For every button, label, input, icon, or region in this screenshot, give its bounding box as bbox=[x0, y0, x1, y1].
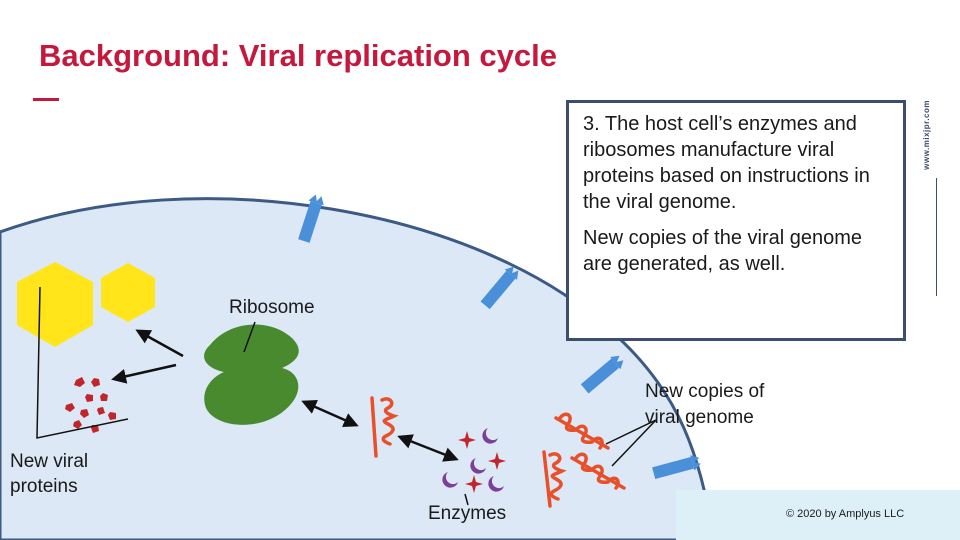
footer-band bbox=[676, 490, 960, 540]
host-cell bbox=[0, 197, 717, 540]
receptor-4 bbox=[652, 455, 701, 479]
viral-capsid-small bbox=[101, 263, 155, 322]
label-new-viral-proteins-2: proteins bbox=[10, 476, 78, 497]
arrow-genome-enzymes bbox=[397, 434, 459, 462]
label-new-genome-2: viral genome bbox=[645, 407, 754, 428]
ribosome-shape bbox=[204, 324, 299, 425]
label-ribosome: Ribosome bbox=[229, 297, 315, 318]
receptor-3 bbox=[580, 355, 624, 394]
label-enzymes: Enzymes bbox=[428, 503, 507, 524]
page-title: Background: Viral replication cycle bbox=[39, 38, 557, 73]
arrow-ribosome-to-capsid bbox=[135, 329, 184, 358]
leader-lines bbox=[36, 286, 657, 506]
watermark: www.mixjpr.com bbox=[922, 100, 931, 170]
leader-enzymes bbox=[464, 493, 469, 506]
info-paragraph-2: New copies of the viral genome are gener… bbox=[583, 227, 863, 275]
leader-ribosome bbox=[243, 321, 256, 353]
leader-genome-1 bbox=[605, 419, 657, 445]
leader-new-viral-proteins bbox=[36, 286, 129, 439]
watermark-divider bbox=[936, 178, 937, 296]
arrows bbox=[111, 329, 459, 462]
label-new-viral-proteins-1: New viral bbox=[10, 451, 89, 472]
leader-genome-2 bbox=[611, 419, 657, 467]
receptor-1 bbox=[298, 194, 324, 243]
label-new-genome-1: New copies of bbox=[645, 381, 765, 402]
viral-capsid-large bbox=[17, 262, 93, 347]
copyright: © 2020 by Amplyus LLC bbox=[786, 508, 905, 520]
enzymes bbox=[442, 428, 506, 493]
arrow-genome-ribosome bbox=[301, 399, 359, 428]
arrow-ribosome-to-proteins bbox=[111, 363, 177, 384]
info-box: 3. The host cell’s enzymes and ribosomes… bbox=[566, 100, 906, 341]
info-paragraph-1: 3. The host cell’s enzymes and ribosomes… bbox=[583, 113, 870, 213]
title-underline bbox=[33, 98, 59, 101]
viral-genome bbox=[370, 396, 626, 508]
receptor-2 bbox=[480, 266, 519, 310]
